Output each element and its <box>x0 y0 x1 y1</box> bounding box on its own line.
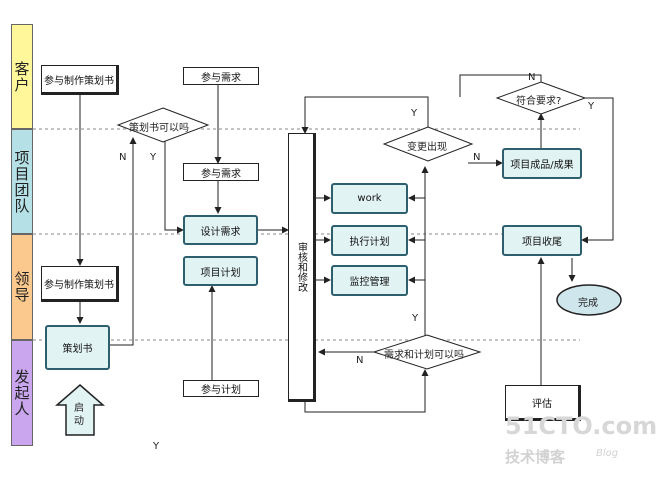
lane-initiator-label: 发起人 <box>12 369 31 417</box>
node-outcome: 项目成品/成果 <box>502 148 582 179</box>
edge-label-stray-y: Y <box>153 441 160 452</box>
edge-meets-no <box>459 74 542 97</box>
label-meets: 符合要求? <box>516 96 562 107</box>
node-req-top: 参与需求 <box>183 67 259 85</box>
node-review-label: 审核和修改 <box>295 241 307 292</box>
lane-leader-label: 领导 <box>12 271 31 303</box>
terminal-done <box>556 284 622 316</box>
label-start: 启动 <box>74 403 84 427</box>
edge-change-to-review <box>301 96 429 134</box>
watermark-tagline: 技术博客 <box>505 448 566 466</box>
node-closing: 项目收尾 <box>502 225 582 256</box>
watermark-blog: Blog <box>596 448 619 459</box>
node-plan-doc: 策划书 <box>45 325 110 370</box>
node-work: work <box>331 183 408 214</box>
edge-plan-ok-to-design <box>164 138 184 234</box>
edge-label-req-ok-y: Y <box>412 313 419 324</box>
decision-meets <box>495 81 587 115</box>
connectors-layer <box>33 74 622 436</box>
label-change: 变更出现 <box>407 142 447 153</box>
lane-initiator: 发起人 <box>11 340 33 446</box>
decision-plan-ok <box>116 107 210 143</box>
lane-leader: 领导 <box>11 234 33 340</box>
label-done: 完成 <box>578 298 598 309</box>
node-design: 设计需求 <box>183 215 258 245</box>
edge-meets-to-closing <box>581 97 614 244</box>
edge-label-change-n: N <box>473 152 481 163</box>
edge-label-change-y: Y <box>411 108 418 119</box>
node-join-plan: 参与计划 <box>183 380 259 397</box>
edge-label-plan-ok-n: N <box>119 152 127 163</box>
lane-customer-label: 客户 <box>12 60 31 93</box>
node-req-mid: 参与需求 <box>183 163 259 181</box>
edge-review-to-req-ok <box>304 369 429 413</box>
decision-req-ok <box>372 334 482 370</box>
node-project-plan: 项目计划 <box>183 256 258 286</box>
lane-customer: 客户 <box>11 24 33 129</box>
label-plan-ok: 策划书可以吗 <box>129 123 189 134</box>
watermark-site: 51CTO.com <box>505 412 657 440</box>
edge-doc-to-plan-ok <box>110 137 137 346</box>
node-assess: 评估 <box>505 385 581 421</box>
edge-label-meets-y: Y <box>588 101 595 112</box>
lane-dividers <box>33 128 580 341</box>
lane-team-label: 项目团队 <box>12 149 31 214</box>
flowchart: 客户 项目团队 领导 发起人 <box>11 24 657 466</box>
edge-label-plan-ok-y: Y <box>150 152 157 163</box>
start-arrow-shape <box>54 384 106 436</box>
node-lead-plan: 参与制作策划书 <box>41 266 119 302</box>
lane-team: 项目团队 <box>11 129 33 234</box>
edge-label-meets-n: N <box>528 72 536 83</box>
decision-change <box>382 126 474 162</box>
node-execute: 执行计划 <box>331 225 408 256</box>
label-req-ok: 需求和计划可以吗 <box>384 350 464 361</box>
node-monitor: 监控管理 <box>331 265 408 296</box>
node-review: 审核和修改 <box>288 133 316 402</box>
node-cust-plan: 参与制作策划书 <box>41 65 119 95</box>
edge-label-req-ok-n: N <box>356 355 364 366</box>
